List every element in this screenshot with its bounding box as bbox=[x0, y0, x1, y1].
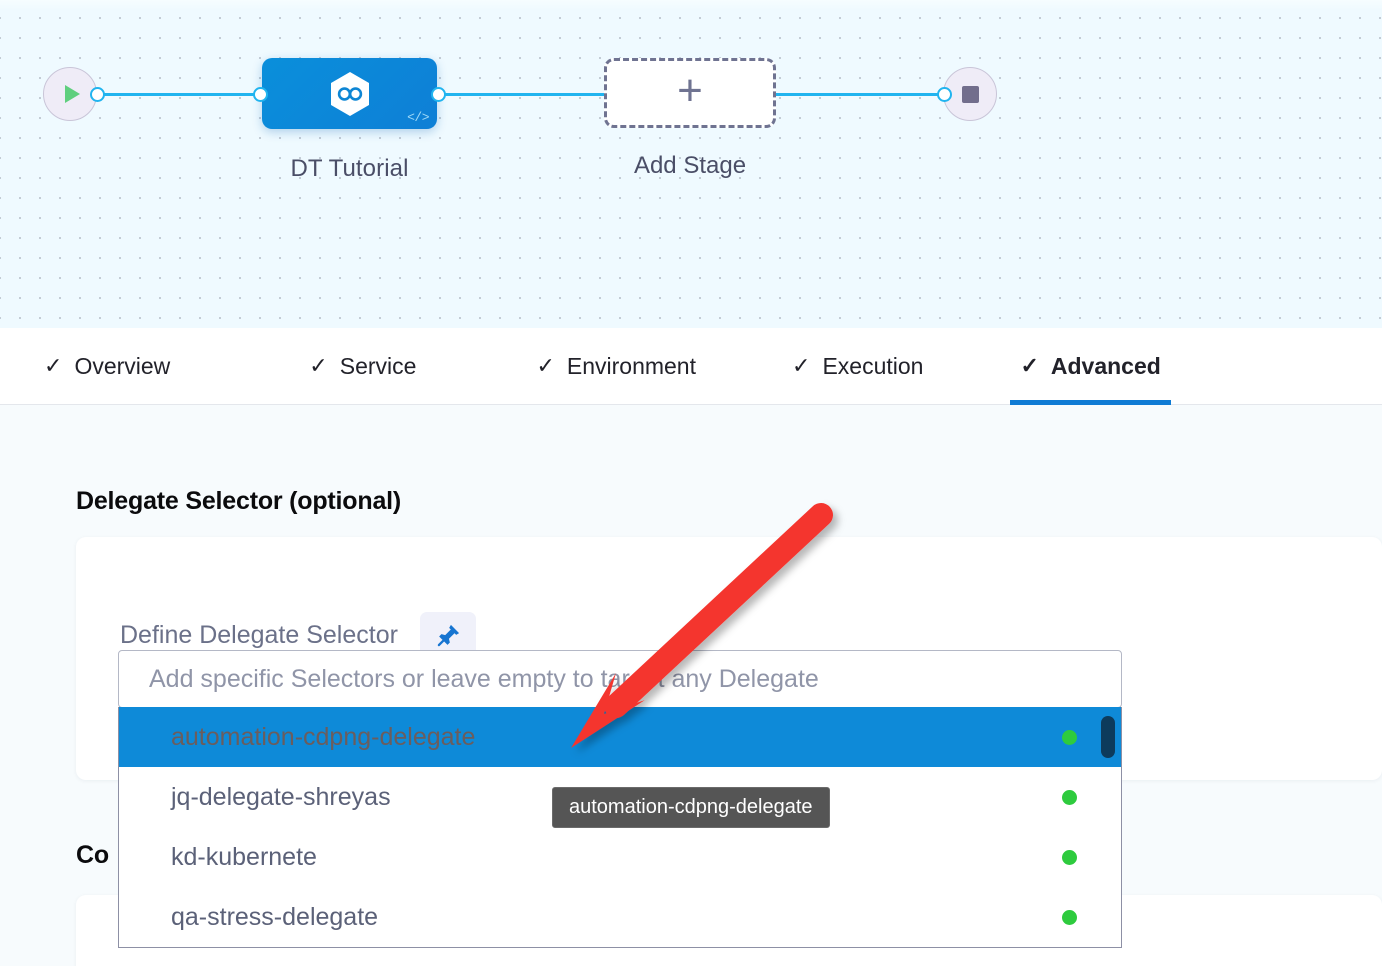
dropdown-scrollbar-thumb[interactable] bbox=[1101, 716, 1115, 758]
tab-advanced[interactable]: ✓ Advanced bbox=[1010, 328, 1171, 405]
connector-stage-to-add bbox=[437, 93, 617, 96]
check-icon: ✓ bbox=[792, 353, 811, 378]
tab-advanced-label: Advanced bbox=[1050, 352, 1161, 379]
play-icon bbox=[64, 85, 80, 103]
active-tab-underline bbox=[1010, 399, 1171, 405]
delegate-selector-heading: Delegate Selector (optional) bbox=[76, 487, 402, 515]
delegate-option-label: qa-stress-delegate bbox=[171, 902, 379, 931]
tab-service[interactable]: ✓ Service bbox=[299, 328, 426, 405]
tab-environment[interactable]: ✓ Environment bbox=[526, 328, 706, 405]
harness-cd-hexagon-icon bbox=[330, 71, 369, 116]
connector-add-to-end bbox=[772, 93, 950, 96]
delegate-option-jq-delegate-shreyas[interactable]: jq-delegate-shreyas bbox=[119, 767, 1121, 827]
delegate-status-dot bbox=[1062, 909, 1077, 925]
add-stage-button[interactable]: + bbox=[604, 58, 776, 128]
delegate-status-dot bbox=[1062, 789, 1077, 805]
plus-icon: + bbox=[677, 66, 703, 115]
canvas-top-fade bbox=[0, 0, 1382, 10]
stop-icon bbox=[961, 85, 979, 103]
port-start-out[interactable] bbox=[90, 87, 105, 102]
pipeline-start-node[interactable] bbox=[43, 67, 97, 121]
check-icon: ✓ bbox=[44, 353, 63, 378]
pipeline-canvas[interactable]: </> DT Tutorial + Add Stage bbox=[0, 0, 1382, 328]
tab-execution[interactable]: ✓ Execution bbox=[782, 328, 933, 405]
check-icon: ✓ bbox=[536, 353, 555, 378]
stage-config-tabbar: ✓ Overview ✓ Service ✓ Environment ✓ Exe… bbox=[0, 328, 1382, 405]
port-stage-in[interactable] bbox=[253, 87, 268, 102]
connector-start-to-stage bbox=[96, 93, 266, 96]
delegate-status-dot bbox=[1062, 849, 1077, 865]
define-delegate-selector-label: Define Delegate Selector bbox=[120, 621, 398, 649]
stage-label: DT Tutorial bbox=[290, 155, 409, 182]
code-glyph-icon: </> bbox=[407, 110, 429, 125]
pushpin-icon bbox=[437, 624, 460, 646]
add-stage-label: Add Stage bbox=[633, 152, 747, 179]
tab-environment-label: Environment bbox=[566, 352, 696, 379]
check-icon: ✓ bbox=[1020, 353, 1039, 378]
second-section-heading: Co bbox=[76, 841, 109, 869]
delegate-selector-input[interactable] bbox=[118, 650, 1122, 708]
delegate-option-tooltip: automation-cdpng-delegate bbox=[552, 787, 830, 828]
delegate-option-label: automation-cdpng-delegate bbox=[171, 722, 476, 751]
delegate-option-label: jq-delegate-shreyas bbox=[171, 782, 391, 811]
tab-overview[interactable]: ✓ Overview bbox=[34, 328, 180, 405]
tab-service-label: Service bbox=[339, 352, 417, 379]
port-end-in[interactable] bbox=[937, 87, 952, 102]
tab-overview-label: Overview bbox=[74, 352, 171, 379]
stage-node-dt-tutorial[interactable]: </> bbox=[262, 58, 437, 129]
delegate-option-kd-kubernete[interactable]: kd-kubernete bbox=[119, 827, 1121, 887]
port-stage-out[interactable] bbox=[431, 87, 446, 102]
delegate-option-label: kd-kubernete bbox=[171, 842, 317, 871]
check-icon: ✓ bbox=[309, 353, 328, 378]
delegate-option-automation-cdpng-delegate[interactable]: automation-cdpng-delegate bbox=[119, 707, 1121, 767]
delegate-status-dot bbox=[1062, 729, 1077, 745]
delegate-option-qa-stress-delegate[interactable]: qa-stress-delegate bbox=[119, 887, 1121, 947]
tab-execution-label: Execution bbox=[822, 352, 924, 379]
pipeline-end-node[interactable] bbox=[943, 67, 997, 121]
